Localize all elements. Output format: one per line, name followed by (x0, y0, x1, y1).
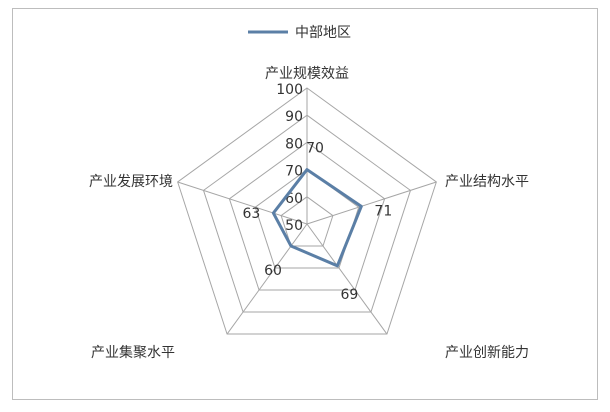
data-label: 69 (340, 287, 358, 303)
axis-label: 产业集聚水平 (91, 344, 175, 361)
tick-label: 80 (285, 136, 303, 152)
tick-label: 50 (285, 218, 303, 234)
tick-label: 100 (276, 82, 303, 98)
grid-ring (202, 114, 412, 313)
legend-label: 中部地区 (295, 25, 351, 41)
axis-line (306, 223, 388, 335)
grid-ring (280, 196, 334, 247)
grid-ring (177, 87, 437, 335)
tick-label: 90 (285, 109, 303, 125)
data-label: 60 (264, 263, 282, 279)
axis-label: 产业创新能力 (445, 345, 529, 361)
axis-line (226, 223, 308, 335)
axis-label: 产业结构水平 (445, 174, 529, 190)
axis-label: 产业发展环境 (89, 174, 173, 190)
axis-label: 产业规模效益 (265, 66, 349, 82)
tick-label: 70 (285, 164, 303, 180)
chart-frame (12, 8, 598, 400)
series-line (271, 168, 363, 268)
data-label: 70 (306, 141, 324, 157)
data-label: 63 (242, 206, 260, 222)
data-label: 71 (374, 203, 392, 219)
axis-line (177, 181, 308, 225)
tick-label: 60 (285, 191, 303, 207)
grid-ring (254, 168, 360, 269)
axis-line (306, 181, 437, 225)
grid-ring (228, 141, 386, 291)
